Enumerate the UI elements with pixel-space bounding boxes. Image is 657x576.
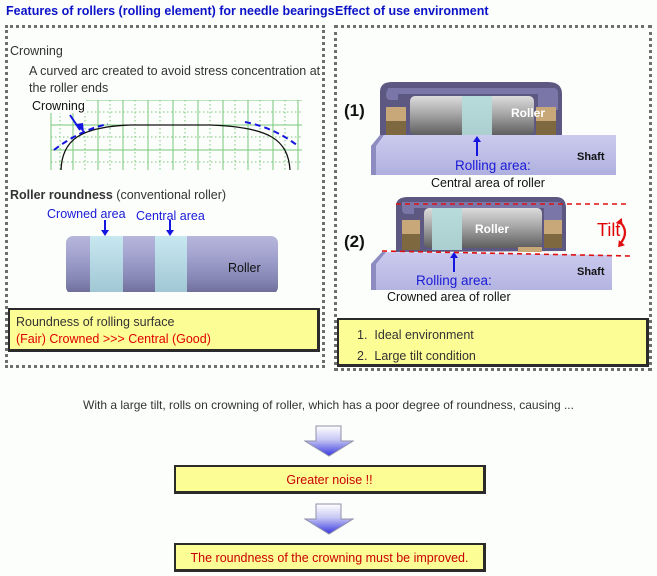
roller-roundness-note: (conventional roller)	[116, 188, 227, 202]
central-area-band	[155, 236, 187, 292]
rolling-area-band	[432, 208, 462, 250]
case1-roller-label: Roller	[511, 106, 546, 120]
roller-label: Roller	[228, 261, 261, 275]
tilt-label: Tilt	[597, 220, 621, 240]
case1-shaft-label: Shaft	[577, 151, 605, 163]
legend-item-1-text: Ideal environment	[374, 328, 474, 342]
roller-cage-right	[536, 107, 556, 121]
crowning-profile-diagram	[50, 100, 302, 171]
roller-cage-left	[386, 107, 406, 121]
use-environment-panel	[334, 25, 652, 371]
case2-number: (2)	[344, 232, 365, 251]
down-arrow-icon	[304, 425, 354, 457]
shaft	[371, 252, 612, 290]
greater-noise-box: Greater noise !!	[174, 465, 486, 494]
case1-rolling-area-label: Rolling area:	[455, 158, 531, 173]
crowned-area-band	[90, 236, 123, 292]
ideal-arc-left	[53, 123, 109, 151]
central-area-label: Central area	[136, 209, 205, 223]
improvement-box: The roundness of the crowning must be im…	[174, 543, 486, 572]
left-section-title: Features of rollers (rolling element) fo…	[6, 4, 335, 18]
rolling-area-band	[462, 96, 492, 136]
roller-cage-left	[402, 220, 420, 234]
roller-roundness-title: Roller roundness	[10, 188, 113, 202]
down-arrow-icon	[304, 503, 354, 535]
roundness-summary-line1: Roundness of rolling surface	[16, 315, 175, 329]
shaft	[371, 135, 616, 175]
case1-rolling-area-value: Central area of roller	[431, 176, 545, 190]
crowning-description-line1: A curved arc created to avoid stress con…	[29, 64, 321, 78]
case2-rolling-area-value: Crowned area of roller	[387, 290, 511, 304]
roller-cage-right	[544, 220, 562, 234]
roller-roundness-heading: Roller roundness (conventional roller)	[10, 188, 226, 202]
grid-major	[50, 100, 302, 170]
case-legend-box: 1. Ideal environment 2. Large tilt condi…	[337, 318, 649, 367]
case2-roller-label: Roller	[475, 222, 510, 236]
crowning-heading: Crowning	[10, 44, 63, 58]
roller-illustration	[66, 220, 278, 292]
grid-minor	[51, 100, 302, 170]
flow-intro-text: With a large tilt, rolls on crowning of …	[83, 398, 574, 412]
crowning-diagram-label: Crowning	[31, 99, 86, 113]
legend-item-2-number: 2.	[357, 349, 368, 363]
greater-noise-text: Greater noise !!	[286, 473, 373, 487]
bearing-diagram-ideal	[371, 82, 616, 175]
case2-shaft-label: Shaft	[577, 266, 605, 278]
roller-features-panel	[5, 25, 325, 368]
legend-item-1-number: 1.	[357, 328, 368, 342]
legend-item-2-text: Large tilt condition	[374, 349, 476, 363]
right-section-title: Effect of use environment	[335, 4, 489, 18]
improvement-text: The roundness of the crowning must be im…	[190, 551, 469, 565]
bearing-diagram-tilt	[371, 197, 631, 290]
roundness-summary-box: Roundness of rolling surface (Fair) Crow…	[8, 308, 320, 352]
case2-rolling-area-label: Rolling area:	[416, 273, 492, 288]
legend-item-2: 2. Large tilt condition	[357, 349, 476, 363]
crowning-pointer-arrow	[69, 114, 81, 131]
case1-number: (1)	[344, 101, 365, 120]
tilt-arrow-icon	[619, 221, 627, 245]
ideal-arc-right	[244, 121, 299, 147]
roundness-summary-line2: (Fair) Crowned >>> Central (Good)	[16, 332, 211, 346]
legend-item-1: 1. Ideal environment	[357, 328, 474, 342]
crowned-profile-curve	[60, 124, 291, 171]
crowning-description-line2: the roller ends	[29, 81, 109, 95]
crowned-area-label: Crowned area	[47, 207, 126, 221]
